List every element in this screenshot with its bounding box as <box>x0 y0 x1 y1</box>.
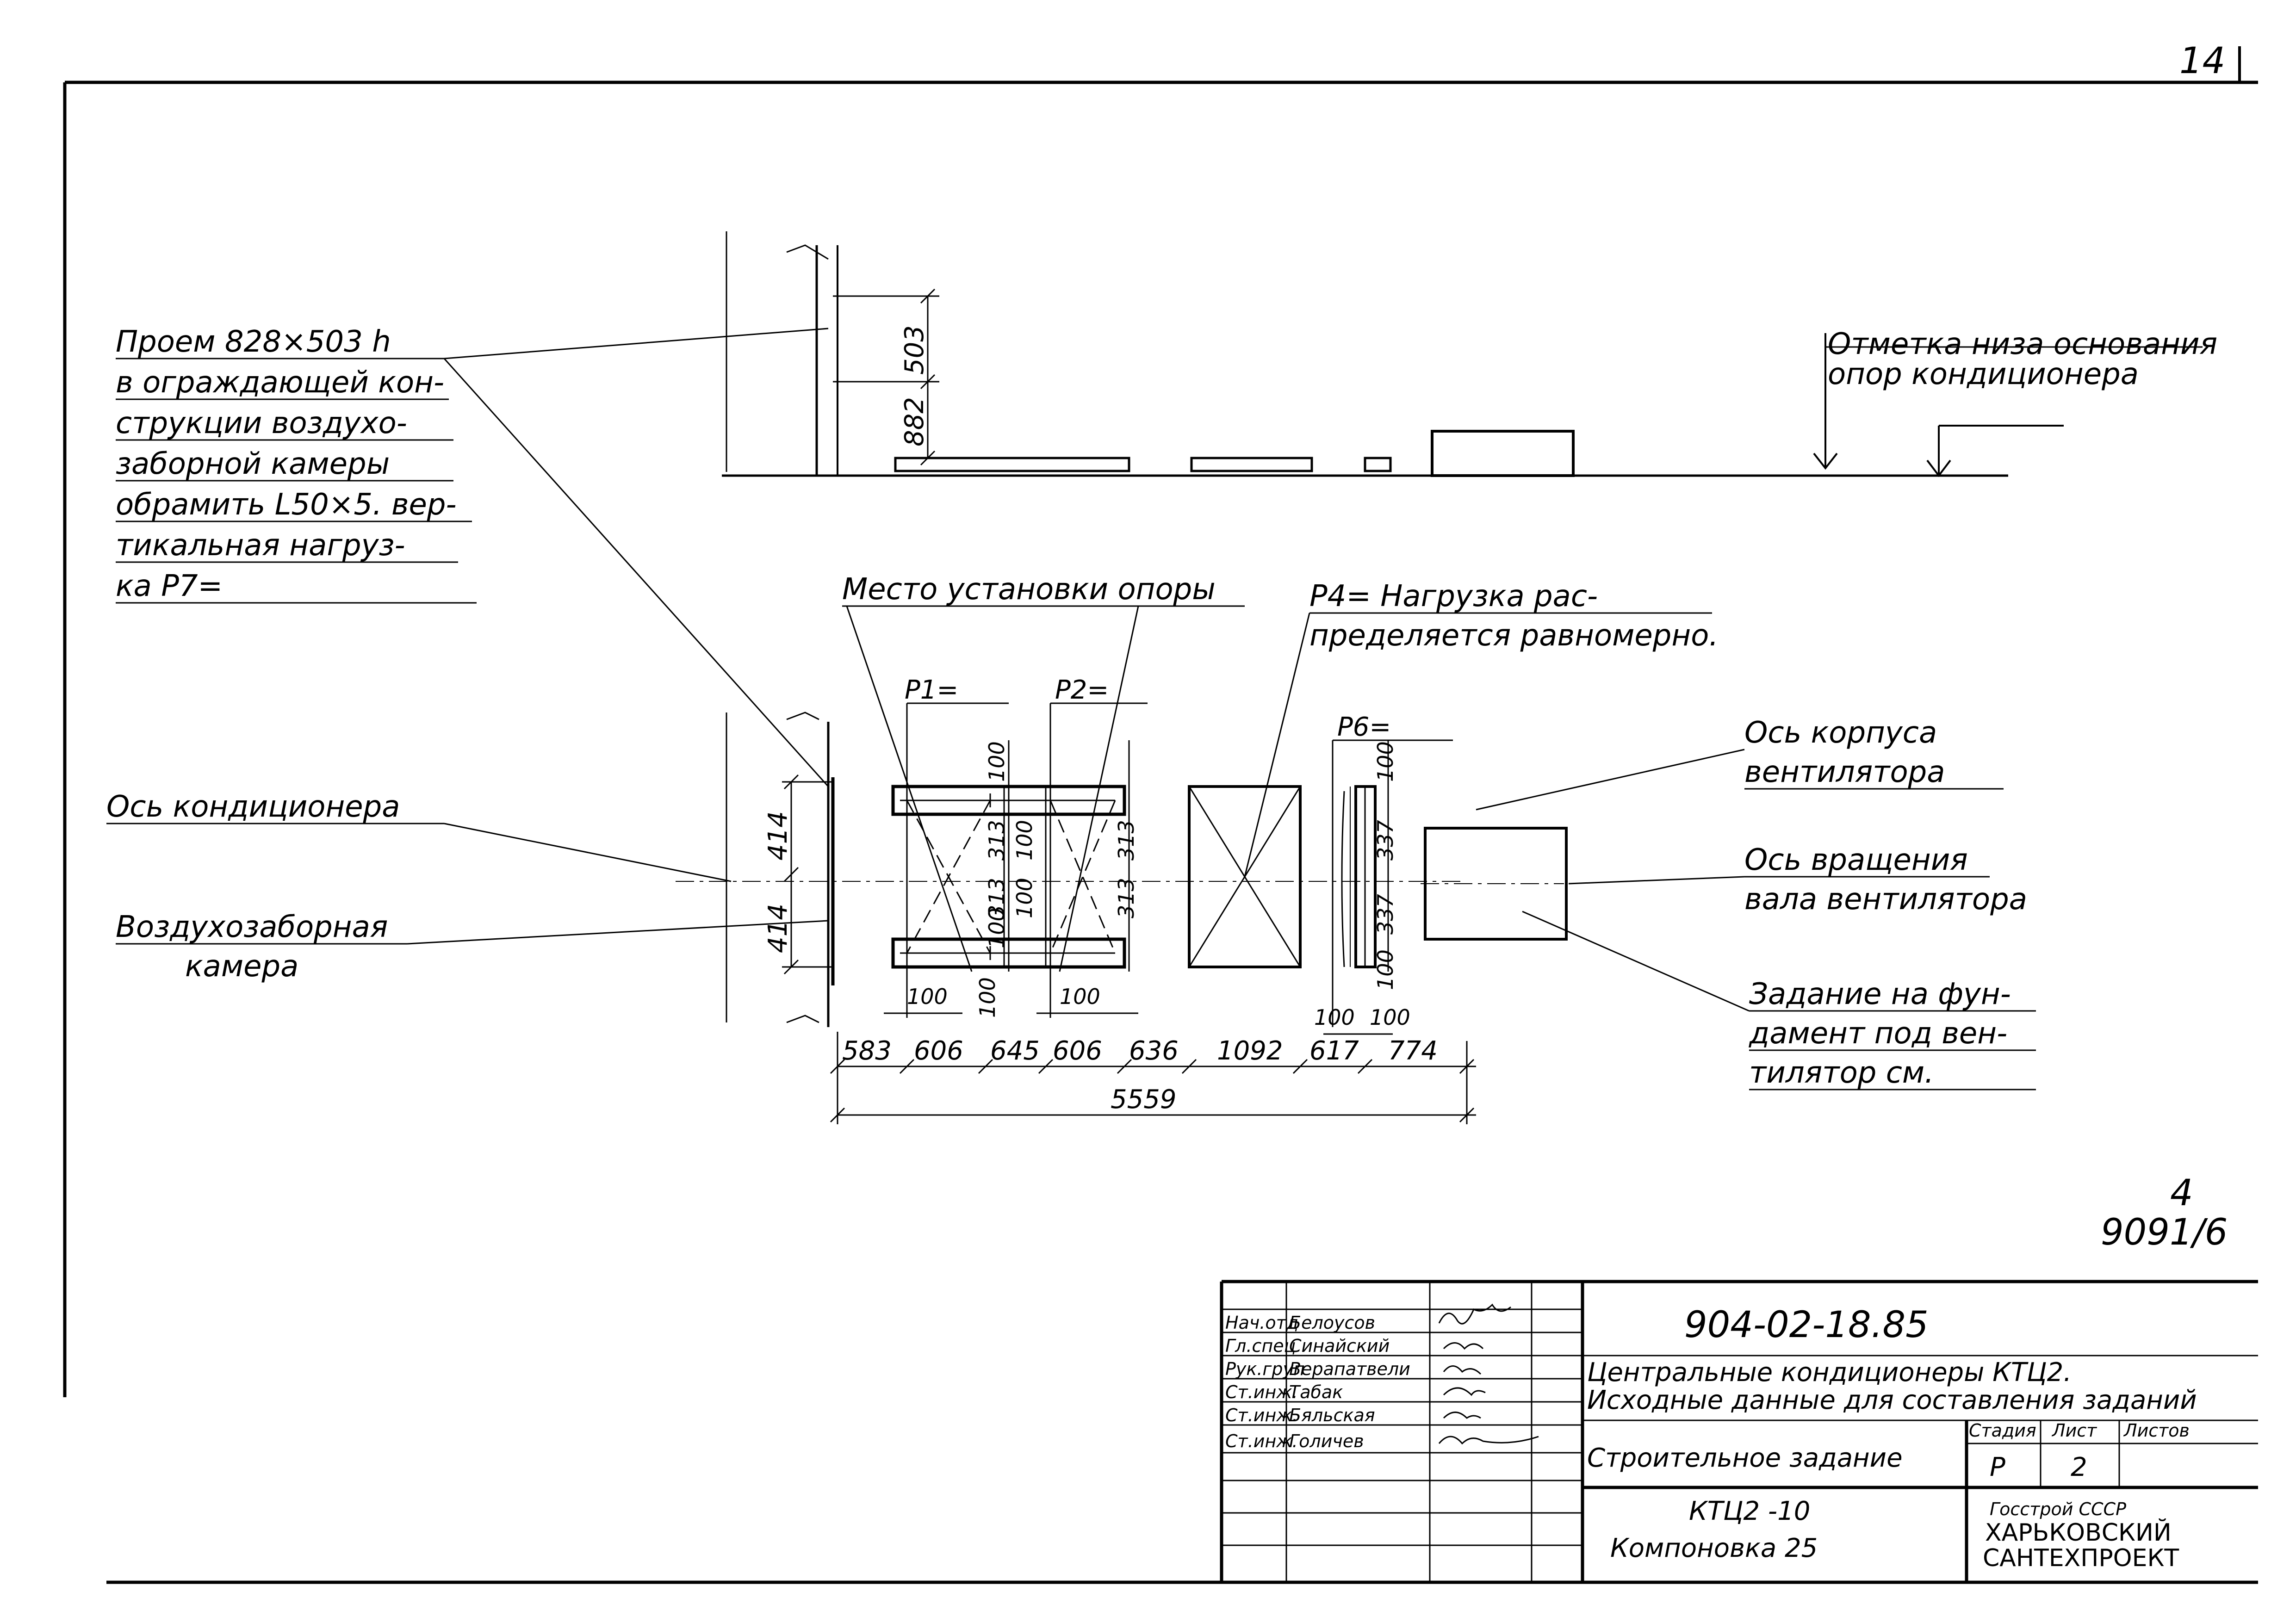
dim-100: 100 <box>1314 1005 1355 1030</box>
foundation-note-line: дамент под вен- <box>1749 1016 2007 1051</box>
signatures <box>1438 1303 1539 1445</box>
dim-313: 313 <box>984 820 1009 861</box>
chain-dim: 606 <box>1053 1036 1102 1066</box>
org-line3: САНТЕХПРОЕКТ <box>1983 1544 2179 1572</box>
org-line2: ХАРЬКОВСКИЙ <box>1985 1518 2172 1547</box>
staff-name: Белоусов <box>1289 1313 1375 1333</box>
fan-shaft-axis-line2: вала вентилятора <box>1744 882 2027 917</box>
load-p2: P2= <box>1055 675 1109 705</box>
elevation-view <box>722 231 2203 477</box>
staff-name: Бяльская <box>1289 1405 1375 1425</box>
chain-dimensions: 583 606 645 606 636 1092 617 774 5559 <box>842 1036 1438 1115</box>
dim-313: 313 <box>1114 820 1139 861</box>
opening-note: Проем 828×503 h в ограждающей кон- струк… <box>116 325 829 787</box>
doc-code: 904-02-18.85 <box>1684 1304 1929 1346</box>
dim-337: 337 <box>1373 820 1398 861</box>
doc-number-numerator: 4 <box>2170 1172 2193 1214</box>
dim-414-bottom: 414 <box>763 904 793 953</box>
opening-note-line: тикальная нагруз- <box>116 528 405 563</box>
foundation-note-line: Задание на фун- <box>1749 977 2011 1011</box>
fan-body-axis-line2: вентилятора <box>1744 755 1945 789</box>
opening-note-line: ка P7= <box>116 569 223 603</box>
load-p6: P6= <box>1337 712 1391 742</box>
dim-100: 100 <box>1060 984 1100 1009</box>
stage-header: Стадия <box>1969 1420 2036 1441</box>
sheet-frame <box>63 46 2258 1584</box>
title-block: Нач.отд Белоусов Гл.спец Синайский Рук.г… <box>1220 1280 2258 1582</box>
sheet-corner-number: 14 <box>2179 40 2225 82</box>
dim-100: 100 <box>1373 741 1398 782</box>
dim-100: 100 <box>984 741 1009 782</box>
chain-dim: 583 <box>842 1036 892 1066</box>
opening-note-line: обрамить L50×5. вер- <box>116 488 457 522</box>
staff-name: Синайский <box>1289 1336 1390 1356</box>
opening-note-line: Проем 828×503 h <box>116 325 391 359</box>
intake-note-line1: Воздухозаборная <box>116 910 388 944</box>
staff-name: Табак <box>1289 1382 1343 1402</box>
dim-100: 100 <box>984 908 1009 948</box>
dim-414-top: 414 <box>763 811 793 861</box>
staff-role: Гл.спец <box>1225 1336 1296 1356</box>
chain-dim: 1092 <box>1217 1036 1283 1066</box>
fan-body-axis-line1: Ось корпуса <box>1744 716 1937 750</box>
dim-503: 503 <box>900 325 930 375</box>
doc-title-line2: Исходные данные для составления заданий <box>1587 1385 2197 1415</box>
axis-conditioner-note: Ось кондиционера <box>106 790 400 824</box>
fan-shaft-axis-line1: Ось вращения <box>1744 843 1968 877</box>
model-line1: КТЦ2 -10 <box>1689 1496 1810 1526</box>
staff-name: Верапатвели <box>1289 1359 1410 1379</box>
sheets-header: Листов <box>2123 1420 2190 1441</box>
staff-role: Ст.инж. <box>1225 1431 1298 1451</box>
staff-name: Голичев <box>1289 1431 1364 1451</box>
total-dim: 5559 <box>1111 1084 1177 1115</box>
dim-313: 313 <box>1114 878 1139 918</box>
opening-note-line: струкции воздухо- <box>116 406 407 440</box>
level-mark-label-line2: опор кондиционера <box>1828 357 2139 391</box>
chain-dim: 636 <box>1129 1036 1179 1066</box>
staff-role: Ст.инж. <box>1225 1382 1298 1402</box>
dim-100: 100 <box>1012 820 1037 861</box>
dim-337: 337 <box>1373 894 1398 935</box>
support-place-note: Место установки опоры <box>842 572 1216 607</box>
staff-role: Ст.инж. <box>1225 1405 1298 1425</box>
staff-role: Рук.груп <box>1225 1359 1305 1379</box>
stage-value: Р <box>1990 1452 2005 1482</box>
plan-view <box>676 702 1568 1124</box>
p4-note-line1: P4= Нагрузка рас- <box>1309 579 1598 613</box>
chain-dim: 606 <box>914 1036 963 1066</box>
doc-number-denominator: 9091/6 <box>2101 1212 2228 1253</box>
opening-note-line: заборной камеры <box>116 447 390 481</box>
sheet-header: Лист <box>2051 1420 2097 1441</box>
intake-note-line2: камера <box>185 949 298 984</box>
load-p1: P1= <box>905 675 958 705</box>
staff-role: Нач.отд <box>1225 1313 1298 1333</box>
chain-dim: 645 <box>990 1036 1040 1066</box>
model-line2: Компоновка 25 <box>1610 1533 1818 1563</box>
opening-note-line: в ограждающей кон- <box>116 365 444 400</box>
p4-note-line2: пределяется равномерно. <box>1309 619 1719 653</box>
chain-dim: 617 <box>1309 1036 1359 1066</box>
dim-100: 100 <box>1012 878 1037 918</box>
org-line1: Госстрой СССР <box>1990 1499 2126 1519</box>
foundation-note-line: тилятор см. <box>1749 1056 1934 1090</box>
dim-313: 313 <box>984 878 1009 918</box>
level-mark-label-line1: Отметка низа основания <box>1828 327 2217 361</box>
dim-100: 100 <box>1370 1005 1410 1030</box>
sheet-title: Строительное задание <box>1587 1443 1903 1473</box>
doc-title-line1: Центральные кондиционеры КТЦ2. <box>1587 1357 2072 1388</box>
sheet-value: 2 <box>2071 1452 2087 1482</box>
dim-100: 100 <box>1373 949 1398 990</box>
dim-882: 882 <box>900 397 930 446</box>
dim-100: 100 <box>907 984 948 1009</box>
chain-dim: 774 <box>1388 1036 1438 1066</box>
dim-100: 100 <box>975 977 1000 1018</box>
